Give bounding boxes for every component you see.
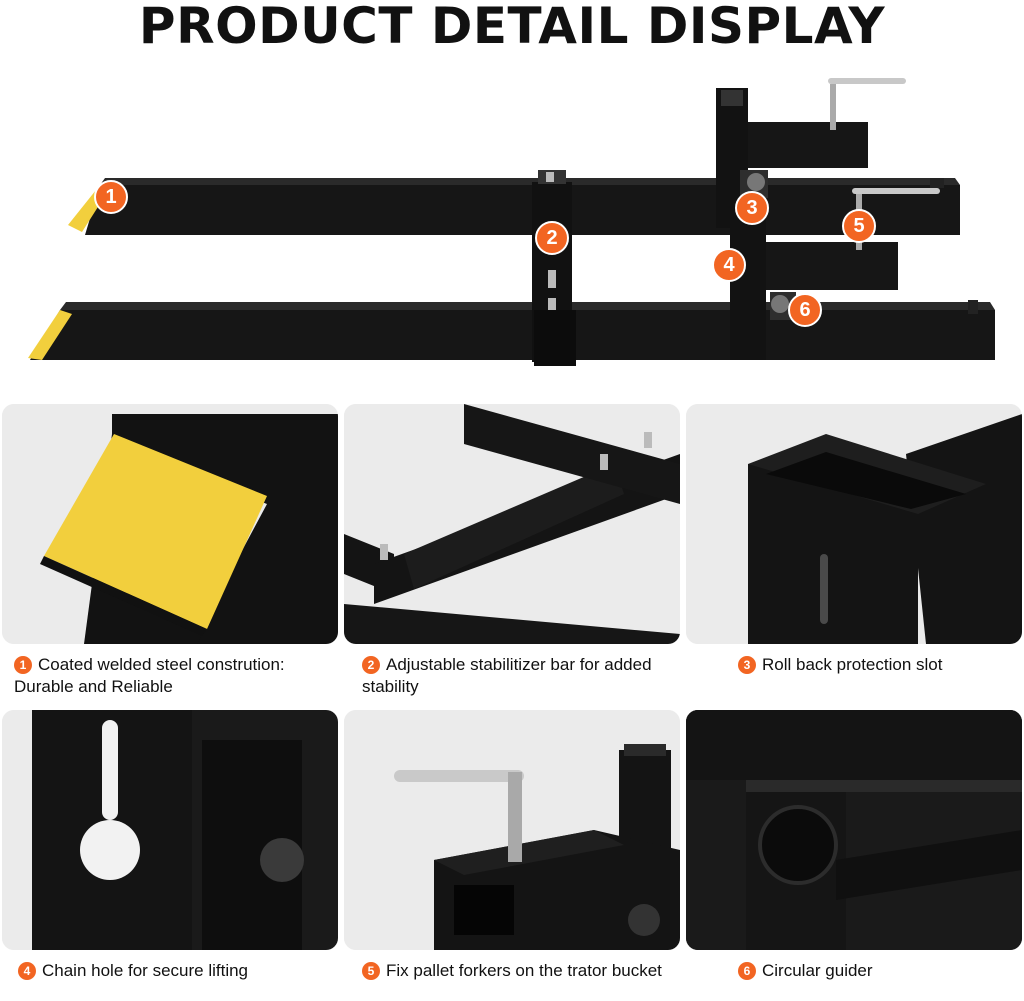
feature-number-6: 6 [738, 962, 756, 980]
badge-1: 1 [94, 180, 128, 214]
badge-5: 5 [842, 209, 876, 243]
feature-text-2: Adjustable stabilitizer bar for added st… [362, 655, 652, 696]
feature-number-1: 1 [14, 656, 32, 674]
feature-number-4: 4 [18, 962, 36, 980]
feature-caption-3: 3 Roll back protection slot [738, 654, 1024, 676]
feature-text-1: Coated welded steel constrution: Durable… [14, 655, 285, 696]
feature-caption-4: 4 Chain hole for secure lifting [18, 960, 338, 982]
detail-roll-back-slot [686, 404, 1022, 644]
feature-caption-5: 5 Fix pallet forkers on the trator bucket [362, 960, 662, 982]
feature-text-3: Roll back protection slot [762, 655, 943, 674]
feature-text-6: Circular guider [762, 961, 873, 980]
feature-number-2: 2 [362, 656, 380, 674]
badge-4: 4 [712, 248, 746, 282]
badge-3: 3 [735, 191, 769, 225]
feature-number-3: 3 [738, 656, 756, 674]
badge-6: 6 [788, 293, 822, 327]
feature-caption-6: 6 Circular guider [738, 960, 1024, 982]
feature-text-4: Chain hole for secure lifting [42, 961, 249, 980]
detail-fix-pin [344, 710, 680, 950]
detail-circular-guider [686, 710, 1022, 950]
page-title: PRODUCT DETAIL DISPLAY [138, 0, 886, 55]
feature-number-5: 5 [362, 962, 380, 980]
product-overview-image: 1 2 3 4 5 6 [0, 60, 1024, 390]
feature-text-5: Fix pallet forkers on the trator bucket [386, 961, 662, 980]
detail-coated-tip [2, 404, 338, 644]
detail-stabilizer-bar [344, 404, 680, 644]
detail-chain-hole [2, 710, 338, 950]
badge-2: 2 [535, 221, 569, 255]
